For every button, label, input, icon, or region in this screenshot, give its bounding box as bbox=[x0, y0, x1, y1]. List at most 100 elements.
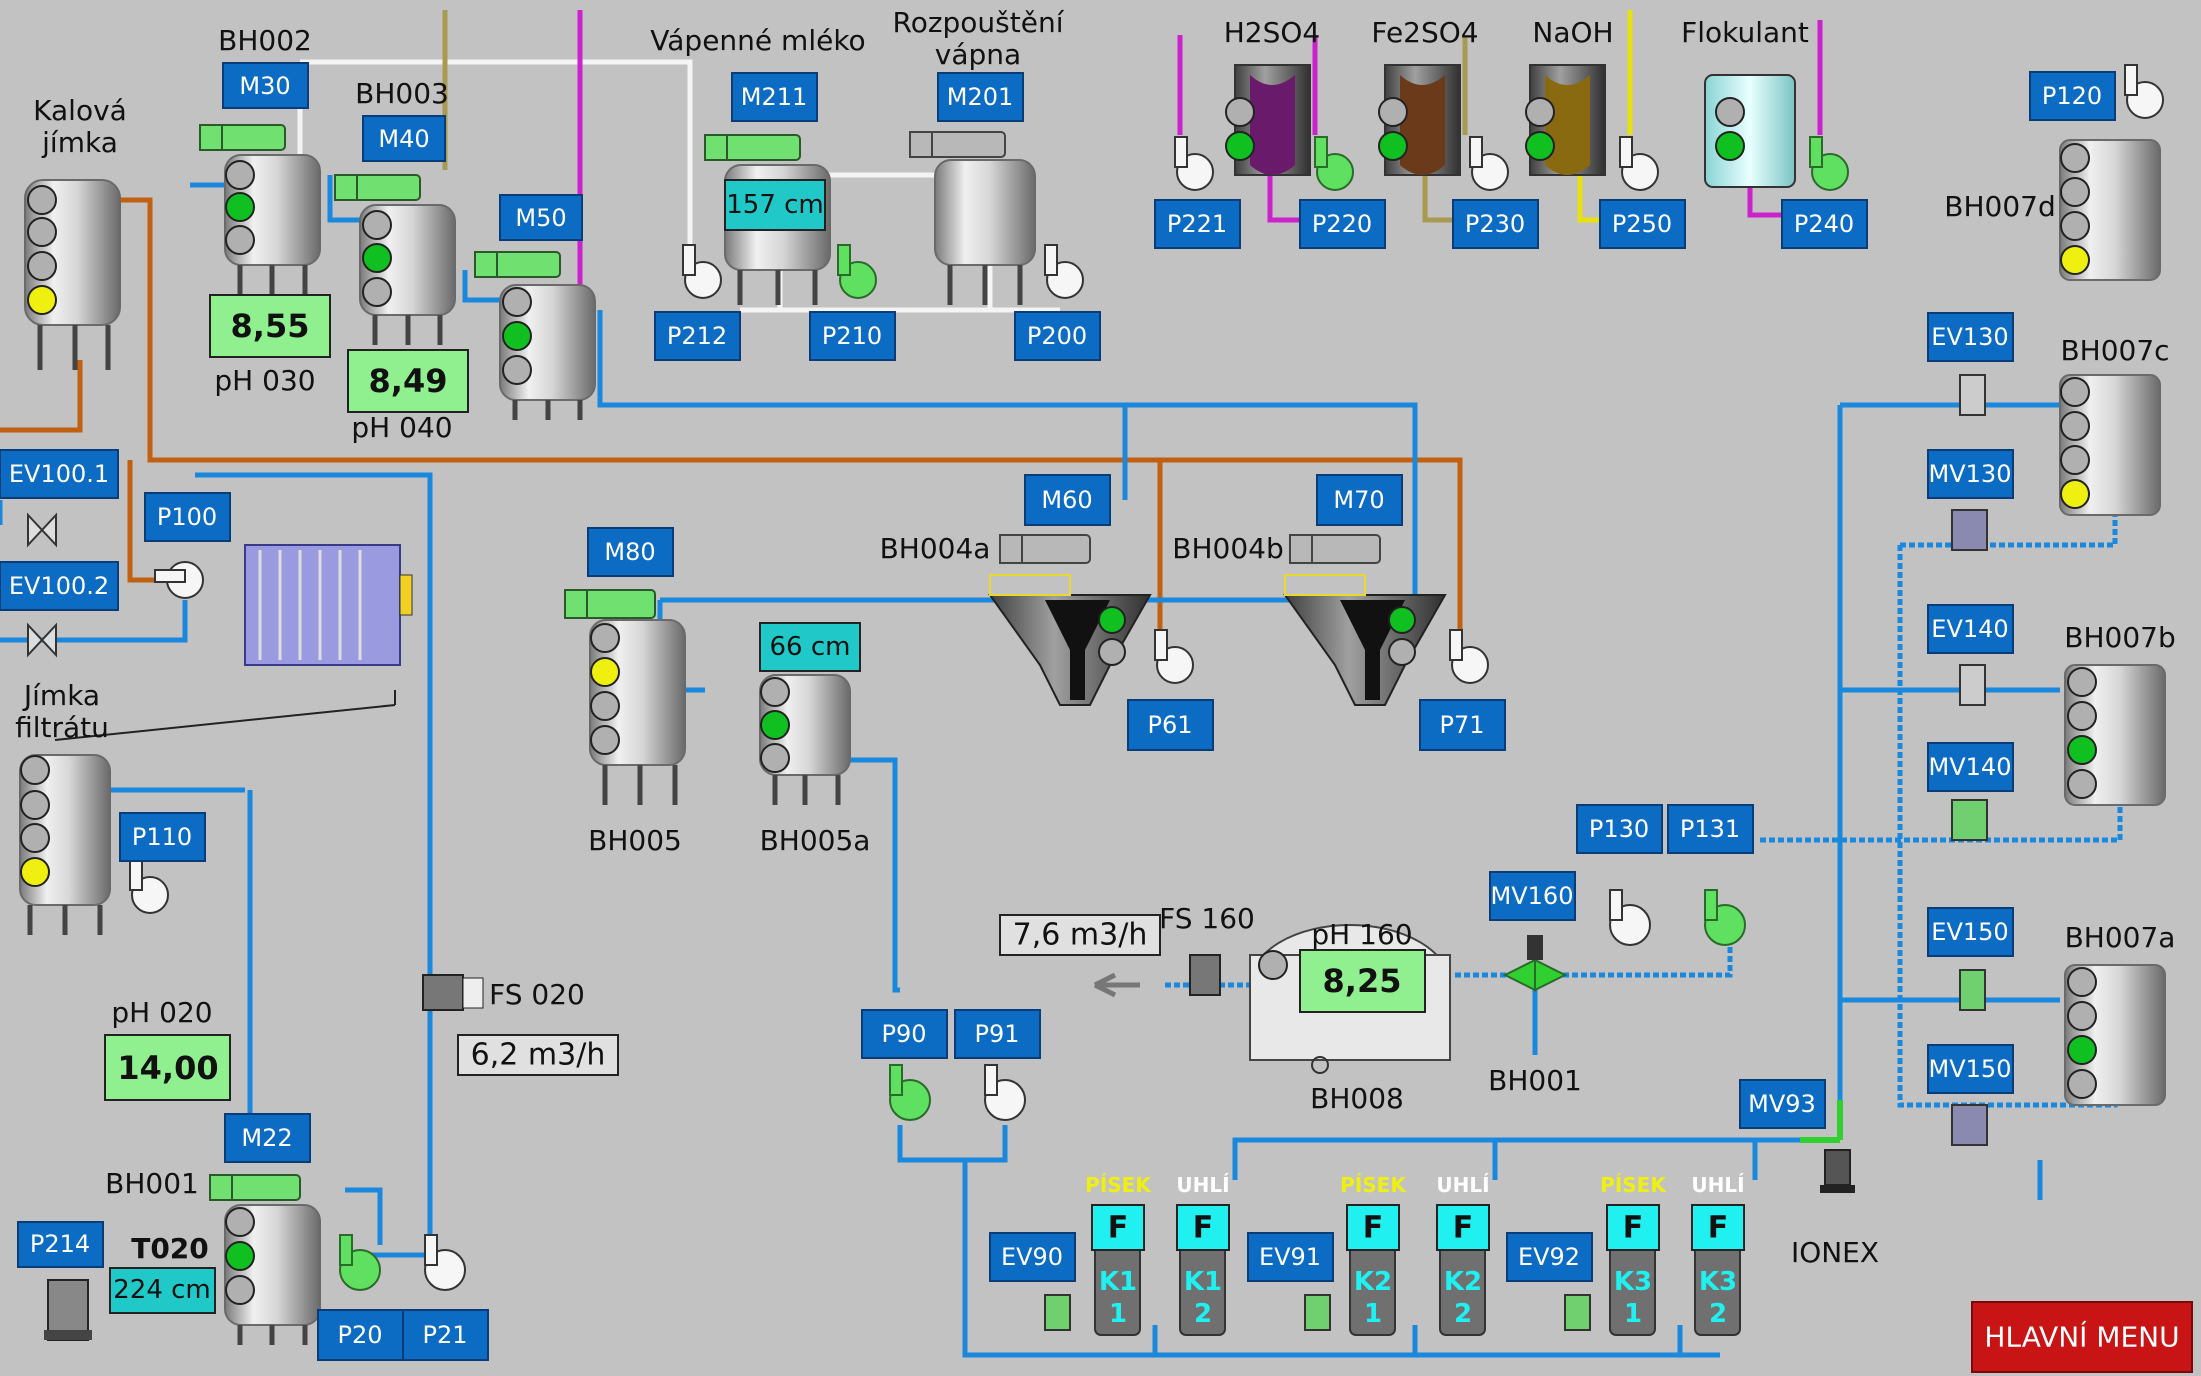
p120-button[interactable]: P120 bbox=[2029, 71, 2116, 121]
p210-button[interactable]: P210 bbox=[809, 311, 896, 361]
p214-button[interactable]: P214 bbox=[17, 1221, 104, 1268]
pump-p220-icon[interactable] bbox=[1314, 136, 1354, 191]
ev92-button[interactable]: EV92 bbox=[1506, 1232, 1593, 1282]
valve-ev140-icon[interactable] bbox=[1959, 664, 1986, 706]
pump-p221-icon[interactable] bbox=[1174, 136, 1214, 191]
p21-button[interactable]: P21 bbox=[402, 1309, 489, 1361]
ev91-button[interactable]: EV91 bbox=[1247, 1232, 1334, 1282]
m211-button[interactable]: M211 bbox=[731, 72, 818, 122]
filter-k1-1: PÍSEK F K1 1 bbox=[1085, 1173, 1152, 1336]
svg-text:EV130: EV130 bbox=[1931, 323, 2008, 351]
motor-m201-icon[interactable] bbox=[909, 131, 1006, 158]
pump-p21-icon[interactable] bbox=[424, 1234, 466, 1291]
p71-button[interactable]: P71 bbox=[1419, 699, 1506, 751]
m201-button[interactable]: M201 bbox=[937, 72, 1024, 122]
svg-text:P240: P240 bbox=[1794, 210, 1854, 238]
m70-button[interactable]: M70 bbox=[1316, 474, 1403, 526]
p212-button[interactable]: P212 bbox=[654, 311, 741, 361]
p130-button[interactable]: P130 bbox=[1576, 804, 1663, 854]
valve-ev100-2-icon[interactable] bbox=[27, 622, 57, 658]
p110-button[interactable]: P110 bbox=[119, 812, 206, 862]
m30-button[interactable]: M30 bbox=[222, 62, 309, 109]
pump-p110-icon[interactable] bbox=[129, 859, 169, 914]
valve-ev130-icon[interactable] bbox=[1959, 374, 1986, 416]
pump-p240-icon[interactable] bbox=[1809, 136, 1849, 191]
p230-button[interactable]: P230 bbox=[1452, 199, 1539, 249]
p240-button[interactable]: P240 bbox=[1781, 199, 1868, 249]
motor-m70-icon[interactable] bbox=[1289, 534, 1381, 564]
motor-m40-icon[interactable] bbox=[334, 174, 421, 201]
ev100-2-button[interactable]: EV100.2 bbox=[0, 561, 119, 611]
p220-button[interactable]: P220 bbox=[1299, 199, 1386, 249]
m80-button[interactable]: M80 bbox=[587, 527, 674, 577]
mv93-button[interactable]: MV93 bbox=[1739, 1079, 1826, 1129]
pump-p200-icon[interactable] bbox=[1044, 244, 1084, 299]
pump-p120-icon[interactable] bbox=[2124, 64, 2164, 119]
pump-p210-icon[interactable] bbox=[837, 244, 877, 299]
pump-p91-icon[interactable] bbox=[984, 1064, 1026, 1121]
svg-text:1: 1 bbox=[1109, 1299, 1127, 1329]
pump-p250-icon[interactable] bbox=[1619, 136, 1659, 191]
mv140-button[interactable]: MV140 bbox=[1927, 742, 2014, 792]
svg-text:F: F bbox=[1193, 1211, 1214, 1246]
motor-m30-icon[interactable] bbox=[199, 124, 286, 151]
motor-m80-icon[interactable] bbox=[564, 589, 656, 619]
pump-p20-icon[interactable] bbox=[339, 1234, 381, 1291]
ph020-label: pH 020 bbox=[111, 996, 212, 1029]
pump-p214-icon[interactable] bbox=[44, 1279, 92, 1341]
svg-text:P90: P90 bbox=[881, 1020, 926, 1048]
valve-mv130-icon[interactable] bbox=[1951, 509, 1988, 551]
main-menu-button[interactable]: HLAVNÍ MENU bbox=[1971, 1301, 2193, 1373]
pump-p212-icon[interactable] bbox=[682, 244, 722, 299]
pump-p71-icon[interactable] bbox=[1449, 629, 1489, 684]
p91-button[interactable]: P91 bbox=[954, 1009, 1041, 1059]
mv130-button[interactable]: MV130 bbox=[1927, 449, 2014, 499]
valve-ev92-icon[interactable] bbox=[1564, 1294, 1591, 1331]
fs020-value: 6,2 m3/h bbox=[471, 1038, 606, 1073]
motor-m50-icon[interactable] bbox=[474, 251, 561, 278]
ev130-button[interactable]: EV130 bbox=[1927, 312, 2014, 362]
p131-button[interactable]: P131 bbox=[1667, 804, 1754, 854]
p61-button[interactable]: P61 bbox=[1127, 699, 1214, 751]
motor-m22-icon[interactable] bbox=[209, 1174, 301, 1201]
valve-ev100-1-icon[interactable] bbox=[27, 512, 57, 548]
p221-button[interactable]: P221 bbox=[1154, 199, 1241, 249]
m40-button[interactable]: M40 bbox=[362, 115, 446, 162]
p20-button[interactable]: P20 bbox=[317, 1309, 404, 1361]
m60-button[interactable]: M60 bbox=[1024, 474, 1111, 526]
motor-m211-icon[interactable] bbox=[704, 134, 801, 161]
m50-button[interactable]: M50 bbox=[499, 194, 583, 241]
svg-text:MV140: MV140 bbox=[1929, 753, 2012, 781]
svg-text:K3: K3 bbox=[1614, 1267, 1652, 1297]
motor-m60-icon[interactable] bbox=[999, 534, 1091, 564]
valve-ev91-icon[interactable] bbox=[1304, 1294, 1331, 1331]
pump-p100-icon[interactable] bbox=[154, 561, 204, 599]
ev100-1-button[interactable]: EV100.1 bbox=[0, 449, 119, 499]
p90-button[interactable]: P90 bbox=[861, 1009, 948, 1059]
mv150-button[interactable]: MV150 bbox=[1927, 1044, 2014, 1094]
mv160-button[interactable]: MV160 bbox=[1489, 871, 1576, 921]
svg-text:1: 1 bbox=[1624, 1299, 1642, 1329]
valve-mv160-icon[interactable] bbox=[1502, 935, 1568, 992]
svg-text:2: 2 bbox=[1709, 1299, 1727, 1329]
valve-ev90-icon[interactable] bbox=[1044, 1294, 1071, 1331]
p250-button[interactable]: P250 bbox=[1599, 199, 1686, 249]
pump-p61-icon[interactable] bbox=[1154, 629, 1194, 684]
valve-mv150-icon[interactable] bbox=[1951, 1104, 1988, 1146]
ev90-button[interactable]: EV90 bbox=[989, 1232, 1076, 1282]
valve-mv93-icon[interactable] bbox=[1800, 1100, 1843, 1143]
valve-ev150-icon[interactable] bbox=[1959, 969, 1986, 1011]
pump-p90-icon[interactable] bbox=[889, 1064, 931, 1121]
pump-p130-icon[interactable] bbox=[1609, 889, 1651, 946]
pump-p131-icon[interactable] bbox=[1704, 889, 1746, 946]
m22-button[interactable]: M22 bbox=[224, 1113, 311, 1163]
p200-button[interactable]: P200 bbox=[1014, 311, 1101, 361]
p100-button[interactable]: P100 bbox=[144, 492, 231, 542]
pump-p230-icon[interactable] bbox=[1469, 136, 1509, 191]
ev140-button[interactable]: EV140 bbox=[1927, 604, 2014, 654]
valve-mv140-icon[interactable] bbox=[1951, 799, 1988, 841]
ev150-button[interactable]: EV150 bbox=[1927, 907, 2014, 957]
